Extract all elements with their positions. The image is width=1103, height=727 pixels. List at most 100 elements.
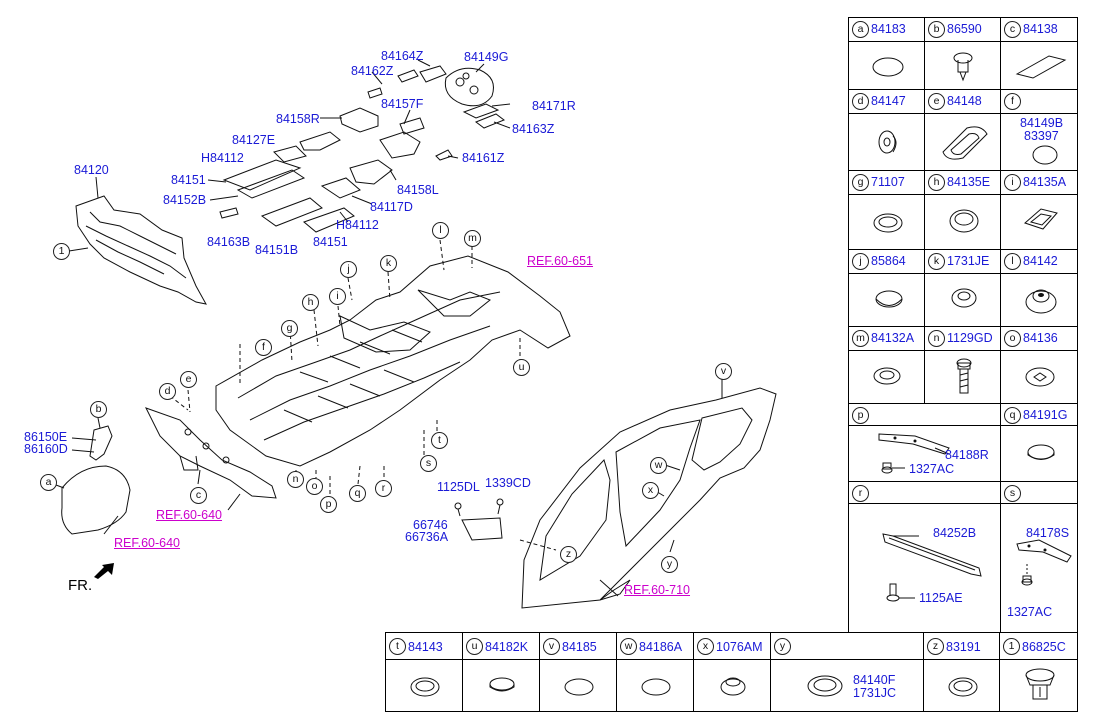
legend-key-i: i bbox=[1004, 174, 1021, 191]
legend-cell-p[interactable]: p 84188R 1327AC bbox=[848, 403, 1001, 482]
callout-y[interactable]: y bbox=[661, 556, 678, 573]
legend-cell-f[interactable]: f 84149B 83397 bbox=[1000, 89, 1078, 171]
legend-key-d: d bbox=[852, 93, 869, 110]
callout-k[interactable]: k bbox=[380, 255, 397, 272]
callout-i[interactable]: i bbox=[329, 288, 346, 305]
callout-r[interactable]: r bbox=[375, 480, 392, 497]
legend-part-t: 84143 bbox=[408, 640, 443, 654]
part-label-84149G: 84149G bbox=[464, 50, 509, 64]
callout-m[interactable]: m bbox=[464, 230, 481, 247]
callout-t[interactable]: t bbox=[431, 432, 448, 449]
callout-a[interactable]: a bbox=[40, 474, 57, 491]
part-label-84162Z: 84162Z bbox=[351, 64, 394, 78]
star-grommet-icon bbox=[1025, 367, 1055, 387]
part-label-84163B: 84163B bbox=[207, 235, 251, 249]
legend-part-s-84178S: 84178S bbox=[1026, 526, 1070, 540]
part-label-84127E: 84127E bbox=[232, 133, 276, 147]
callout-q[interactable]: q bbox=[349, 485, 366, 502]
legend-key-b: b bbox=[928, 21, 945, 38]
legend-part-s-1327AC: 1327AC bbox=[1007, 605, 1053, 619]
callout-z[interactable]: z bbox=[560, 546, 577, 563]
reinforcement-bar-with-bolt-icon bbox=[882, 533, 982, 602]
reference-60-710[interactable]: REF.60-710 bbox=[624, 583, 691, 597]
callout-1[interactable]: 1 bbox=[53, 243, 70, 260]
cup-plug-icon bbox=[489, 677, 515, 692]
callout-f[interactable]: f bbox=[255, 339, 272, 356]
legend-cell-s[interactable]: s 84178S 1327AC bbox=[1000, 481, 1078, 633]
tape-strip-icon bbox=[1015, 55, 1067, 79]
callout-d[interactable]: d bbox=[159, 383, 176, 400]
part-label-84161Z: 84161Z bbox=[462, 151, 505, 165]
reference-60-640-upper[interactable]: REF.60-640 bbox=[156, 508, 223, 522]
legend-part-l: 84142 bbox=[1023, 254, 1058, 268]
callout-n[interactable]: n bbox=[287, 471, 304, 488]
callout-c[interactable]: c bbox=[190, 487, 207, 504]
part-label-84171R: 84171R bbox=[532, 99, 576, 113]
legend-part-w: 84186A bbox=[639, 640, 683, 654]
callout-x[interactable]: x bbox=[642, 482, 659, 499]
front-direction-label: FR. bbox=[68, 577, 93, 594]
legend-part-g: 71107 bbox=[871, 175, 905, 189]
legend-part-e: 84148 bbox=[947, 94, 982, 108]
legend-part-x: 1076AM bbox=[716, 640, 763, 654]
part-label-84117D: 84117D bbox=[370, 200, 413, 214]
callout-l[interactable]: l bbox=[432, 222, 449, 239]
part-label-66746: 66746 bbox=[413, 518, 448, 532]
legend-key-u: u bbox=[466, 638, 483, 655]
callout-e[interactable]: e bbox=[180, 371, 197, 388]
legend-cell-y[interactable]: y 84140F 1731JC bbox=[770, 632, 924, 712]
callout-v[interactable]: v bbox=[715, 363, 732, 380]
part-label-84120: 84120 bbox=[74, 163, 109, 177]
bracket-with-nut-icon bbox=[878, 433, 950, 474]
legend-part-o: 84136 bbox=[1023, 331, 1058, 345]
callout-w[interactable]: w bbox=[650, 457, 667, 474]
reference-60-640-lower[interactable]: REF.60-640 bbox=[114, 536, 181, 550]
legend-part-m: 84132A bbox=[871, 331, 915, 345]
callout-o[interactable]: o bbox=[306, 478, 323, 495]
legend-key-w: w bbox=[620, 638, 637, 655]
callout-u[interactable]: u bbox=[513, 359, 530, 376]
part-label-84158R: 84158R bbox=[276, 112, 320, 126]
ribbed-grommet-icon bbox=[1025, 289, 1057, 314]
grommet-icon bbox=[878, 130, 897, 154]
callout-b[interactable]: b bbox=[90, 401, 107, 418]
legend-key-z: z bbox=[927, 638, 944, 655]
callout-h[interactable]: h bbox=[302, 294, 319, 311]
ring-plug-icon bbox=[873, 213, 903, 233]
legend-part-y-1731JC: 1731JC bbox=[853, 686, 897, 700]
callout-p[interactable]: p bbox=[320, 496, 337, 513]
legend-key-g: g bbox=[852, 174, 869, 191]
flat-plug-icon bbox=[875, 290, 903, 308]
part-label-84151B: 84151B bbox=[255, 243, 299, 257]
legend-part-f-84149B: 84149B bbox=[1020, 116, 1064, 130]
legend-part-v: 84185 bbox=[562, 640, 597, 654]
reference-60-651[interactable]: REF.60-651 bbox=[527, 254, 594, 268]
callout-j[interactable]: j bbox=[340, 261, 357, 278]
legend-cell-r[interactable]: r 84252B 1125AE bbox=[848, 481, 1001, 633]
callout-s[interactable]: s bbox=[420, 455, 437, 472]
callout-g[interactable]: g bbox=[281, 320, 298, 337]
